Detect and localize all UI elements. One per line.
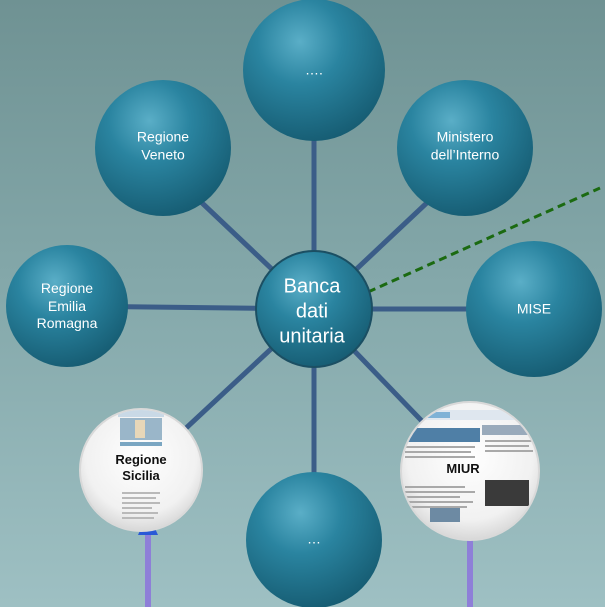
node-ministero-interno-label: Ministero dell’Interno	[431, 129, 500, 164]
ministero-line-1: Ministero	[436, 128, 494, 145]
node-top-label: ….	[305, 61, 323, 79]
node-regione-emilia-label: Regione Emilia Romagna	[37, 280, 98, 333]
regione-emilia-line-3: Romagna	[36, 314, 98, 331]
regione-sicilia-line-2: Sicilia	[122, 468, 160, 483]
node-top-text: ….	[305, 61, 323, 78]
miur-text: MIUR	[446, 460, 480, 476]
node-regione-veneto	[95, 80, 231, 216]
node-center	[255, 250, 373, 368]
node-mise	[466, 241, 602, 377]
sicilia-page-thumbnail	[118, 410, 164, 519]
regione-veneto-line-2: Veneto	[141, 146, 185, 162]
node-ministero-interno	[397, 80, 533, 216]
dashed-link-line	[367, 186, 601, 294]
ministero-line-2: dell’Interno	[430, 146, 500, 162]
node-miur-label: MIUR	[446, 461, 479, 477]
node-regione-sicilia-label: Regione Sicilia	[115, 452, 166, 485]
regione-sicilia-line-1: Regione	[115, 451, 167, 467]
mise-text: MISE	[516, 300, 552, 317]
center-line-1: Banca	[283, 275, 341, 298]
node-regione-veneto-label: Regione Veneto	[137, 129, 189, 164]
regione-emilia-line-2: Emilia	[47, 297, 87, 314]
node-top	[243, 0, 385, 141]
regione-emilia-line-1: Regione	[40, 279, 94, 296]
node-regione-sicilia	[79, 408, 203, 532]
center-line-3: unitaria	[279, 325, 345, 348]
node-regione-emilia	[6, 245, 128, 367]
node-miur	[400, 401, 540, 541]
node-bottom-label: …	[307, 530, 321, 548]
node-center-label: Banca dati unitaria	[279, 275, 345, 350]
regione-veneto-line-1: Regione	[136, 128, 190, 145]
center-line-2: dati	[295, 300, 329, 323]
node-mise-label: MISE	[517, 300, 551, 318]
miur-page-thumbnail	[405, 410, 533, 522]
node-bottom	[246, 472, 382, 607]
node-bottom-text: …	[307, 530, 321, 547]
node-bubbles	[6, 0, 602, 607]
